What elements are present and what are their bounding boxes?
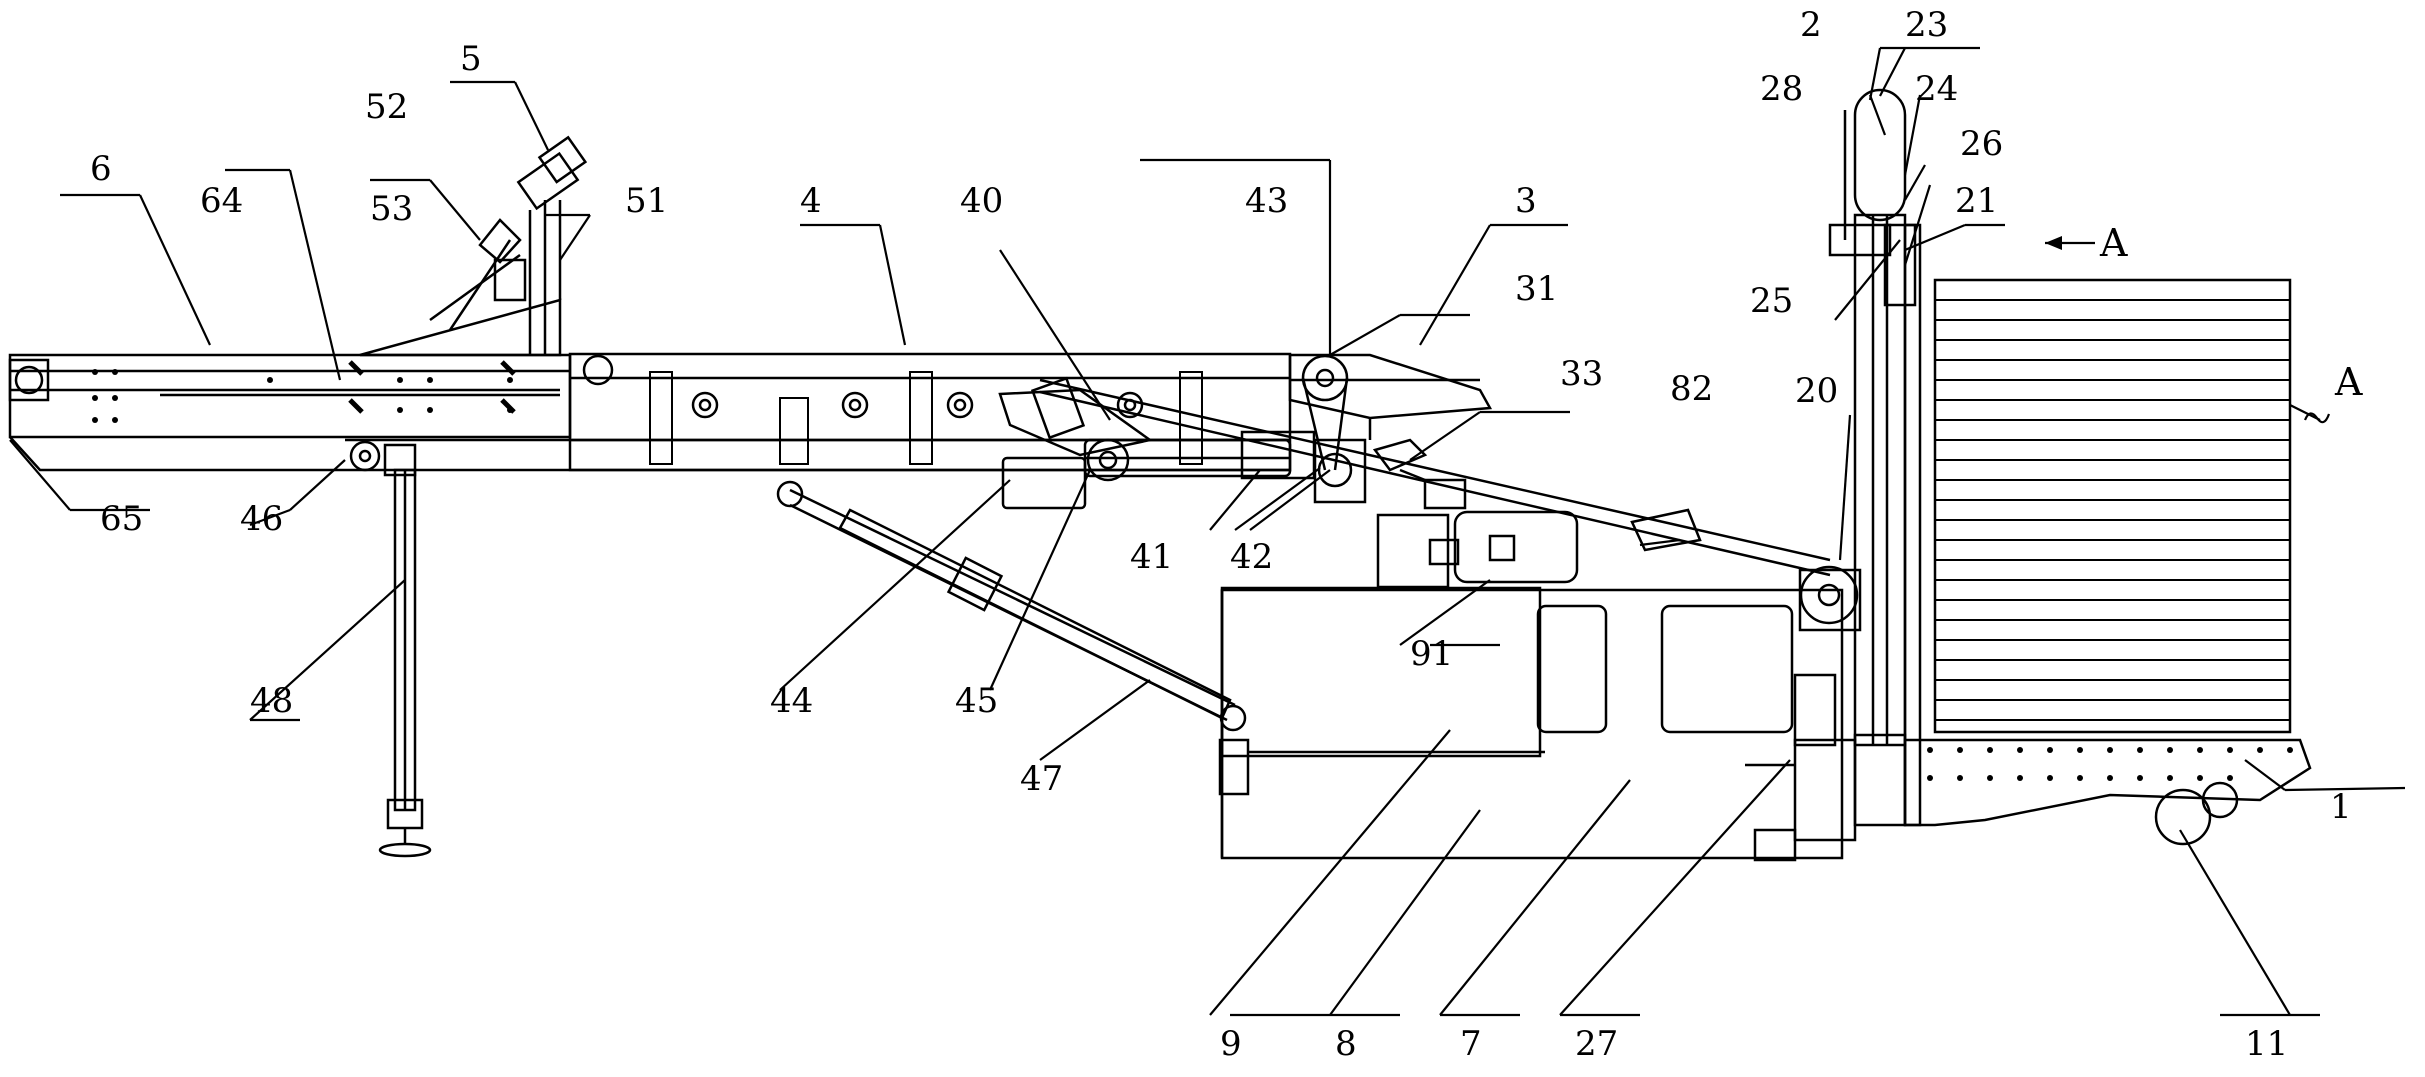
callout-label: 26 (1960, 124, 2003, 164)
pump-block (1378, 515, 1448, 587)
lift-arm (1290, 355, 1490, 418)
callout-label: 44 (770, 681, 813, 721)
callout-label: 9 (1220, 1024, 1242, 1064)
callout-label: 6 (90, 149, 112, 189)
callout-label: 46 (240, 499, 283, 539)
lift-column (1855, 215, 1905, 745)
callout-label: 23 (1905, 5, 1948, 45)
callout-label: 52 (365, 87, 408, 127)
stack-lines (1935, 300, 2290, 720)
conveyor-holes (1927, 747, 2293, 781)
callout-label: 31 (1515, 269, 1558, 309)
callout-label: 21 (1955, 181, 1998, 221)
column-top (1855, 90, 1905, 220)
base-frame (1222, 590, 1842, 858)
callout-label: 7 (1460, 1024, 1482, 1064)
callout-label: 48 (250, 681, 293, 721)
view-marker-section-label: A (2334, 360, 2363, 404)
callout-label: 53 (370, 189, 413, 229)
callout-label: 11 (2245, 1024, 2288, 1064)
electrical-cabinet (1222, 588, 1540, 756)
callout-label: 2 (1800, 5, 1822, 45)
motor-91 (1455, 512, 1577, 582)
callout-label: 51 (625, 181, 668, 221)
callout-label: 4 (800, 181, 822, 221)
reducer-44 (1003, 458, 1085, 508)
callout-label: 1 (2330, 787, 2352, 827)
callout-label: 41 (1130, 537, 1173, 577)
section-marker-squiggle (2305, 413, 2329, 422)
view-marker-arrow-label: A (2099, 221, 2128, 265)
callout-label: 27 (1575, 1024, 1618, 1064)
callout-label: 20 (1795, 371, 1838, 411)
callout-label: 25 (1750, 281, 1793, 321)
view-arrow-head (2045, 236, 2062, 250)
callout-labels: 1 2 3 4 5 6 7 8 9 11 20 21 23 24 25 26 2… (90, 5, 2363, 1064)
cabinet-window-left (1538, 606, 1606, 732)
callout-label: 47 (1020, 759, 1063, 799)
callout-label: 3 (1515, 181, 1537, 221)
callout-label: 91 (1410, 634, 1453, 674)
callout-label: 82 (1670, 369, 1713, 409)
callout-label: 43 (1245, 181, 1288, 221)
callout-label: 8 (1335, 1024, 1357, 1064)
callout-label: 42 (1230, 537, 1273, 577)
panel-stack (1935, 280, 2290, 732)
callout-label: 40 (960, 181, 1003, 221)
callout-label: 33 (1560, 354, 1603, 394)
callout-label: 24 (1915, 69, 1958, 109)
cabinet-window-right (1662, 606, 1792, 732)
callout-label: 28 (1760, 69, 1803, 109)
callout-label: 5 (460, 39, 482, 79)
callout-label: 64 (200, 181, 243, 221)
callout-label: 45 (955, 681, 998, 721)
output-conveyor (1905, 740, 2310, 825)
callout-label: 65 (100, 499, 143, 539)
